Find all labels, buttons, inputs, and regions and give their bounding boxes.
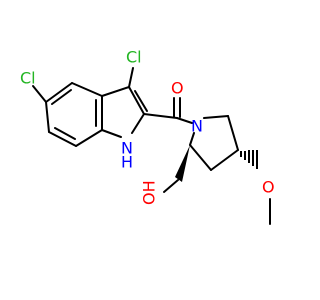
bond [210,149,239,171]
bond [128,67,134,88]
bond [48,131,77,147]
ketone-oxygen-label: O [171,79,184,98]
molecule-structure: Cl Cl O N N H O OH [20,48,275,225]
indole-nitrogen-label: N [121,139,133,158]
indole-nh-hydrogen-label: H [121,153,133,172]
chlorine-label: Cl [20,69,36,88]
bond [128,86,145,115]
pyrrolidine-ring [189,115,239,171]
molecule-canvas: Cl Cl O N N H O OH [20,48,275,225]
methoxy-hashed-wedge [240,150,258,169]
bond [101,86,130,97]
bond [134,90,148,112]
bond [75,129,103,147]
bond [189,132,195,146]
methoxy-oxygen-label: O [262,178,275,197]
indole-pyrrole-ring [101,86,148,138]
bond [45,82,73,103]
bond [189,144,212,171]
bond [163,179,179,193]
bond [32,85,47,103]
bond [51,89,72,105]
bond [176,117,193,124]
bond [227,115,239,151]
chlorine-label: Cl [126,48,142,67]
bond [203,115,229,119]
bond [131,113,145,134]
hydroxyl-label: OH [140,180,159,205]
bond [71,82,103,97]
bond [143,113,178,119]
bond [101,129,122,138]
pyrrolidine-nitrogen-label: N [191,117,203,136]
bond [45,101,50,133]
carbonyl-group [143,97,193,124]
bond [54,127,76,140]
indole-benzene-ring [45,82,103,147]
hydroxymethyl-wedge [175,145,190,182]
